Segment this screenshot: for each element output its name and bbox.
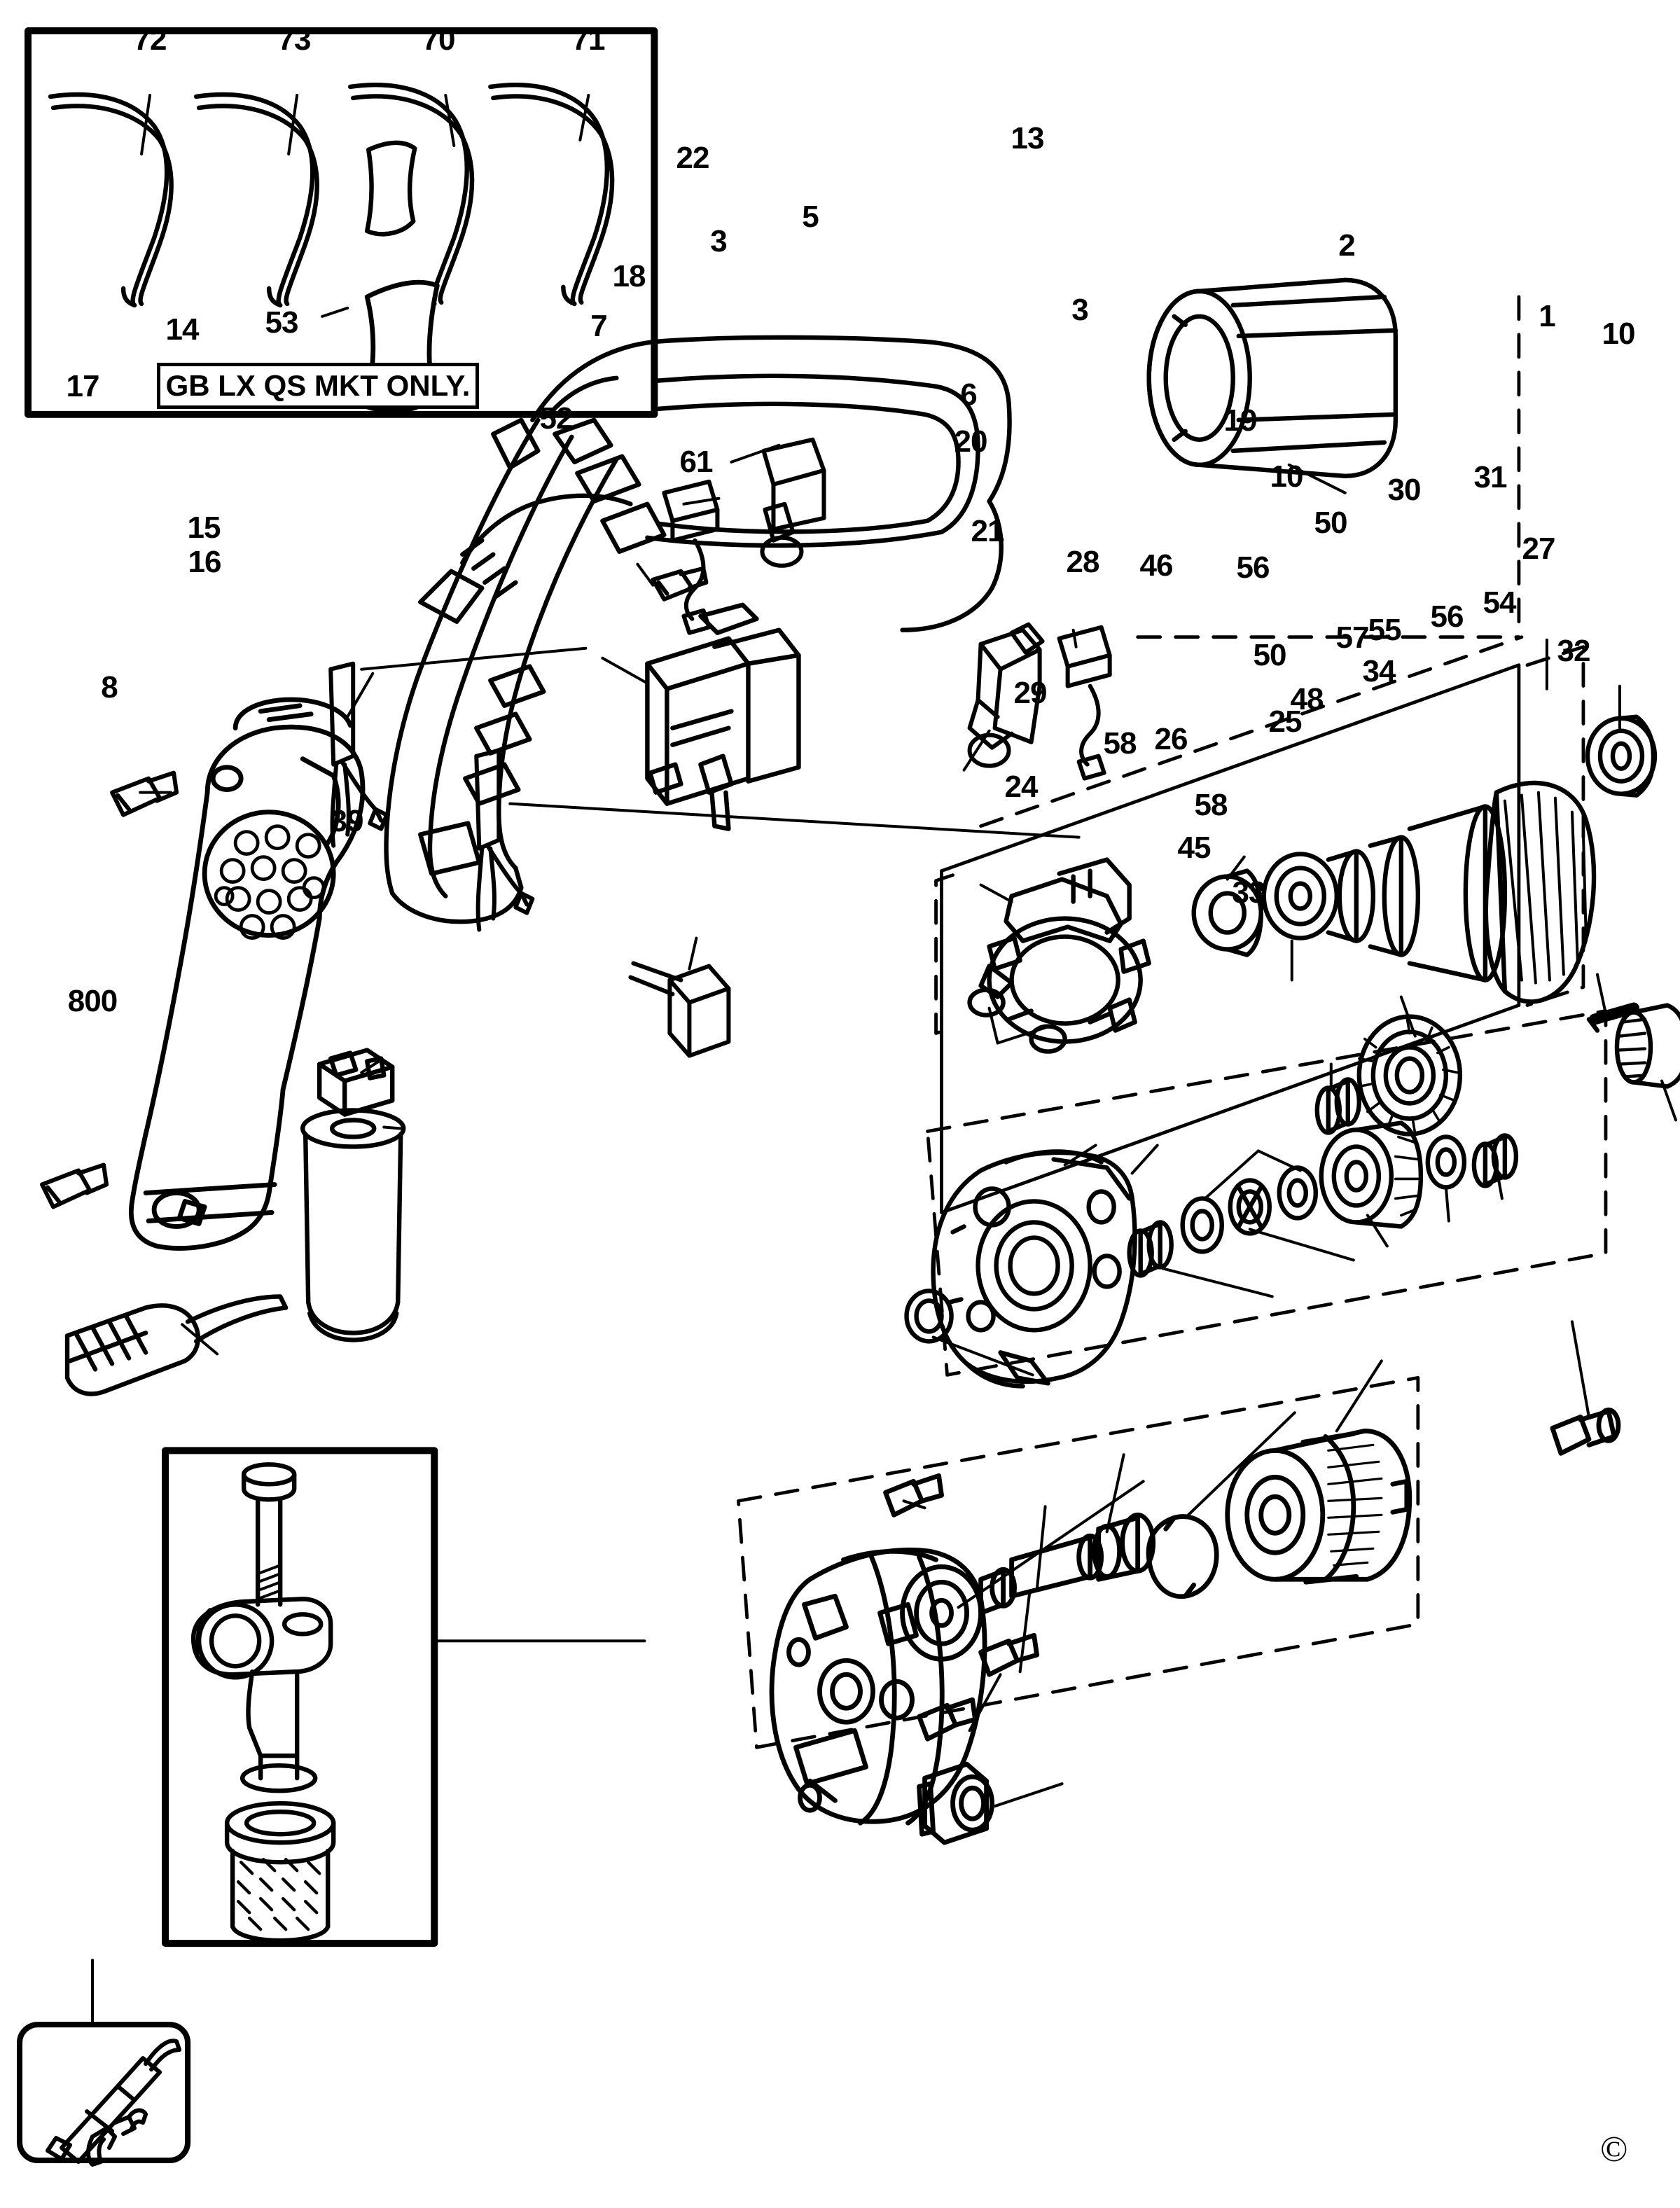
part-callout-3a: 3 bbox=[710, 224, 728, 258]
part-callout-55: 55 bbox=[1368, 613, 1402, 647]
part-callout-5: 5 bbox=[802, 200, 819, 234]
part-callout-27: 27 bbox=[1522, 532, 1556, 566]
part-callout-56b: 56 bbox=[1430, 599, 1464, 634]
part-callout-61: 61 bbox=[679, 445, 714, 479]
part-callout-33: 33 bbox=[1232, 875, 1266, 910]
part-callout-21: 21 bbox=[971, 514, 1005, 548]
part-callout-46: 46 bbox=[1139, 548, 1174, 583]
part-callout-800: 800 bbox=[67, 984, 118, 1018]
part-callout-22: 22 bbox=[676, 141, 710, 175]
part-callout-13: 13 bbox=[1011, 121, 1045, 155]
part-callout-57: 57 bbox=[1335, 620, 1370, 655]
copyright-symbol: © bbox=[1600, 2130, 1628, 2169]
part-callout-52: 52 bbox=[539, 401, 574, 436]
part-callout-25: 25 bbox=[1268, 704, 1303, 739]
part-callout-10b: 10 bbox=[1270, 459, 1304, 494]
part-callout-73: 73 bbox=[277, 22, 312, 57]
part-callout-7: 7 bbox=[590, 309, 608, 343]
part-callout-70: 70 bbox=[422, 22, 456, 57]
part-callout-30: 30 bbox=[1387, 473, 1422, 507]
part-callout-1: 1 bbox=[1539, 299, 1556, 333]
part-callout-19: 19 bbox=[1223, 403, 1258, 438]
part-callout-20: 20 bbox=[954, 424, 988, 459]
part-callout-10a: 10 bbox=[1602, 317, 1636, 351]
part-callout-53: 53 bbox=[265, 305, 299, 340]
part-callout-50a: 50 bbox=[1314, 506, 1348, 540]
part-callout-8: 8 bbox=[101, 670, 118, 704]
part-callout-6: 6 bbox=[960, 377, 978, 412]
part-callout-18: 18 bbox=[612, 259, 646, 293]
part-callout-45: 45 bbox=[1177, 831, 1212, 865]
part-callout-56a: 56 bbox=[1236, 550, 1270, 585]
part-callout-39: 39 bbox=[330, 804, 364, 838]
part-callout-71: 71 bbox=[571, 22, 606, 57]
part-callout-14: 14 bbox=[165, 312, 200, 347]
part-callout-15: 15 bbox=[187, 511, 221, 545]
market-note-label: GB LX QS MKT ONLY. bbox=[157, 363, 479, 409]
part-callout-31: 31 bbox=[1473, 460, 1508, 494]
part-callout-17: 17 bbox=[66, 369, 100, 403]
part-callout-2: 2 bbox=[1338, 228, 1356, 263]
part-callout-50b: 50 bbox=[1253, 638, 1287, 672]
part-callout-54: 54 bbox=[1483, 585, 1517, 620]
part-callout-32: 32 bbox=[1557, 634, 1591, 668]
part-callout-29: 29 bbox=[1013, 676, 1048, 710]
part-callout-48: 48 bbox=[1290, 682, 1324, 716]
part-callout-26: 26 bbox=[1154, 722, 1188, 756]
part-callout-34: 34 bbox=[1362, 654, 1396, 688]
part-callout-28: 28 bbox=[1066, 545, 1100, 579]
part-callout-16: 16 bbox=[188, 545, 222, 579]
part-callout-58b: 58 bbox=[1194, 788, 1228, 822]
part-callout-58a: 58 bbox=[1103, 726, 1137, 761]
part-callout-72: 72 bbox=[133, 22, 167, 57]
part-callout-3b: 3 bbox=[1071, 293, 1089, 327]
part-callout-24: 24 bbox=[1004, 770, 1039, 804]
